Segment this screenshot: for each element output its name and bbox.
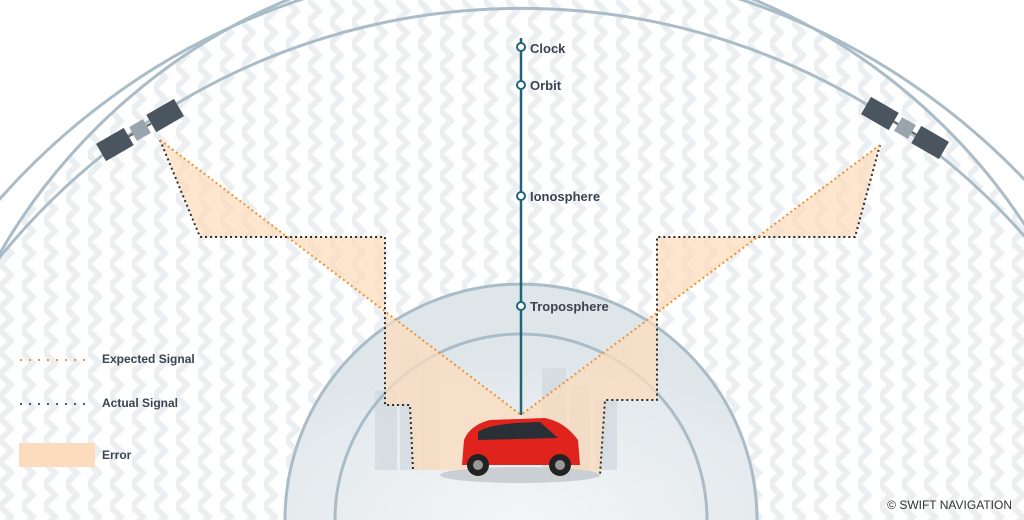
actual-signal-paths	[159, 139, 881, 476]
satellite-left-icon	[96, 98, 184, 162]
legend-error-swatch	[19, 443, 95, 467]
satellite-right-icon	[861, 96, 949, 160]
orbit-arc	[0, 7, 1024, 260]
car-icon	[440, 418, 600, 483]
expected-signal-paths	[159, 139, 881, 416]
copyright: © SWIFT NAVIGATION	[887, 498, 1012, 512]
layer-label-ionosphere: Ionosphere	[530, 189, 601, 204]
layer-label-orbit: Orbit	[530, 78, 562, 93]
axis-nodes	[516, 42, 526, 311]
error-left	[160, 140, 521, 470]
layer-label-troposphere: Troposphere	[530, 299, 609, 314]
legend-expected-label: Expected Signal	[102, 352, 195, 366]
error-regions	[160, 140, 880, 475]
legend-actual-label: Actual Signal	[102, 396, 179, 410]
error-right	[521, 145, 880, 475]
layer-label-clock: Clock	[530, 41, 566, 56]
legend-error-label: Error	[102, 448, 132, 462]
